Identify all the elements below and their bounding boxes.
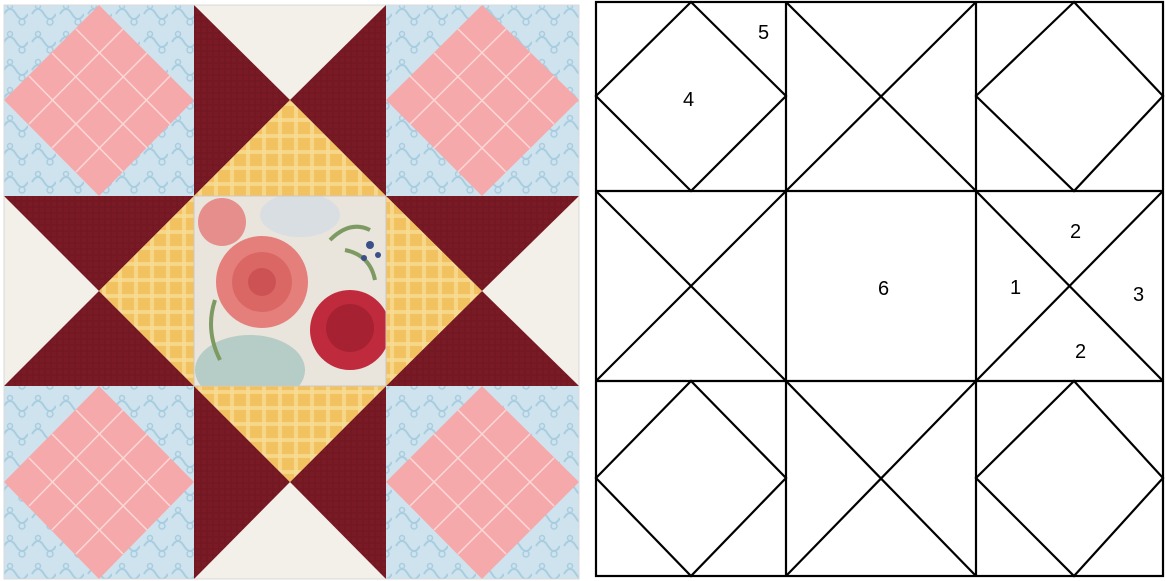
fabric-quilt-block xyxy=(4,5,579,579)
fabric-corner-bottom-right xyxy=(386,386,579,579)
diamond-top-right xyxy=(976,2,1163,191)
fabric-corner-bottom-left xyxy=(4,386,194,579)
cross-top-middle xyxy=(786,2,976,191)
fabric-star-unit-bottom xyxy=(194,386,386,579)
fabric-star-unit-top xyxy=(194,5,386,196)
fabric-star-unit-right xyxy=(386,196,579,386)
label-piece-4: 4 xyxy=(683,89,694,111)
label-piece-5: 5 xyxy=(758,22,769,44)
label-piece-2-top: 2 xyxy=(1070,221,1081,243)
diamond-bottom-left xyxy=(596,381,786,576)
fabric-center-rose-print xyxy=(194,193,390,405)
fabric-star-unit-left xyxy=(4,196,194,386)
cross-middle-left xyxy=(596,191,786,381)
label-piece-3: 3 xyxy=(1133,284,1144,306)
label-piece-1: 1 xyxy=(1010,277,1021,299)
fabric-corner-top-left xyxy=(4,5,194,196)
diamond-bottom-right xyxy=(976,381,1163,576)
label-piece-6: 6 xyxy=(878,278,889,300)
fabric-corner-top-right xyxy=(386,5,579,196)
piece-labels: 4 5 6 1 2 2 3 xyxy=(683,22,1144,363)
label-piece-2-bottom: 2 xyxy=(1075,341,1086,363)
cross-bottom-middle xyxy=(786,381,976,576)
